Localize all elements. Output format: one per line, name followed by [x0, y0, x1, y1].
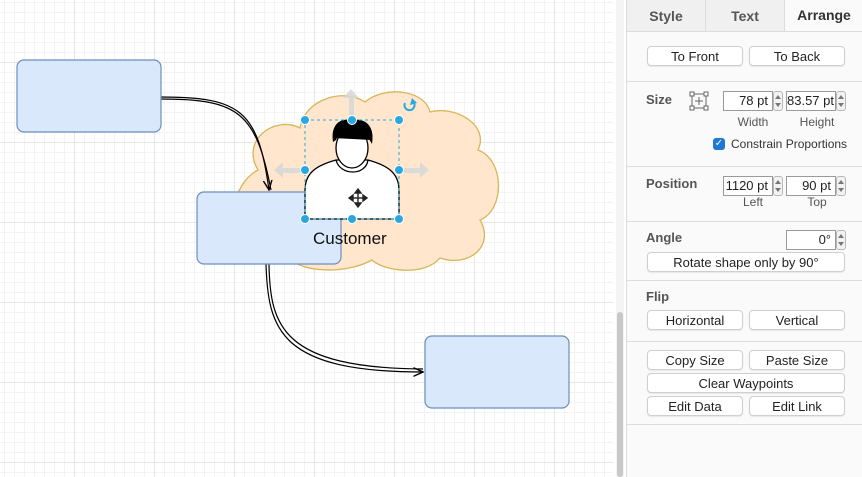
copy-size-button[interactable]: Copy Size	[647, 350, 743, 370]
diagram-drawing	[16, 59, 570, 409]
angle-stepper[interactable]	[836, 230, 846, 250]
top-input[interactable]: 90 pt	[786, 176, 836, 196]
rounded-box-3[interactable]	[424, 335, 570, 409]
to-back-button[interactable]: To Back	[749, 46, 845, 66]
misc-section: Copy Size Paste Size Clear Waypoints Edi…	[627, 342, 862, 425]
angle-section: Angle 0° Rotate shape only by 90°	[627, 222, 862, 281]
flip-horizontal-button[interactable]: Horizontal	[647, 310, 743, 330]
panel-tabs: Style Text Arrange	[627, 0, 862, 32]
left-input[interactable]: 1120 pt	[723, 176, 773, 196]
constrain-checkbox[interactable]: ✓	[713, 138, 725, 150]
selection-handles[interactable]	[300, 115, 404, 224]
flip-title: Flip	[646, 289, 670, 304]
canvas-scrollbar[interactable]	[616, 0, 624, 477]
left-label: Left	[742, 195, 763, 209]
rotate-handle-icon[interactable]	[403, 98, 418, 112]
width-input[interactable]: 78 pt	[723, 91, 773, 111]
height-label: Height	[799, 115, 835, 129]
clear-waypoints-button[interactable]: Clear Waypoints	[647, 373, 845, 393]
edit-link-button[interactable]: Edit Link	[749, 396, 845, 416]
height-stepper[interactable]	[836, 91, 846, 111]
width-label: Width	[737, 115, 769, 129]
rounded-box-1[interactable]	[16, 59, 162, 133]
tab-arrange[interactable]: Arrange	[785, 0, 862, 31]
edit-data-button[interactable]: Edit Data	[647, 396, 743, 416]
paste-size-button[interactable]: Paste Size	[749, 350, 845, 370]
order-section: To Front To Back	[627, 32, 862, 82]
customer-label: Customer	[313, 229, 387, 248]
diagram-canvas[interactable]: Customer	[0, 0, 613, 477]
move-hint-arrows	[274, 89, 429, 178]
top-label: Top	[807, 195, 827, 209]
flip-section: Flip Horizontal Vertical	[627, 281, 862, 342]
flip-vertical-button[interactable]: Vertical	[749, 310, 845, 330]
height-input[interactable]: 83.57 pt	[786, 91, 836, 111]
customer-person-icon[interactable]	[304, 119, 400, 220]
width-stepper[interactable]	[773, 91, 783, 111]
rotate-90-button[interactable]: Rotate shape only by 90°	[647, 252, 845, 272]
autosize-icon[interactable]	[689, 91, 709, 114]
left-stepper[interactable]	[773, 176, 783, 196]
connector-arrow-2[interactable]	[265, 263, 423, 372]
position-section: Position 1120 pt 90 pt Left Top	[627, 167, 862, 222]
move-cursor-icon	[347, 187, 369, 209]
scrollbar-thumb[interactable]	[617, 312, 623, 477]
format-panel: Style Text Arrange To Front To Back Size…	[626, 0, 862, 477]
angle-input[interactable]: 0°	[786, 230, 836, 250]
position-title: Position	[646, 176, 698, 191]
size-section: Size 78 pt 83.57 pt Width Height ✓ Const…	[627, 82, 862, 167]
connector-arrow-1[interactable]	[160, 96, 269, 190]
top-stepper[interactable]	[836, 176, 846, 196]
tab-text[interactable]: Text	[706, 0, 785, 31]
to-front-button[interactable]: To Front	[647, 46, 743, 66]
size-title: Size	[646, 92, 673, 107]
angle-title: Angle	[646, 230, 683, 245]
tab-style[interactable]: Style	[627, 0, 706, 31]
constrain-label: Constrain Proportions	[731, 137, 848, 151]
